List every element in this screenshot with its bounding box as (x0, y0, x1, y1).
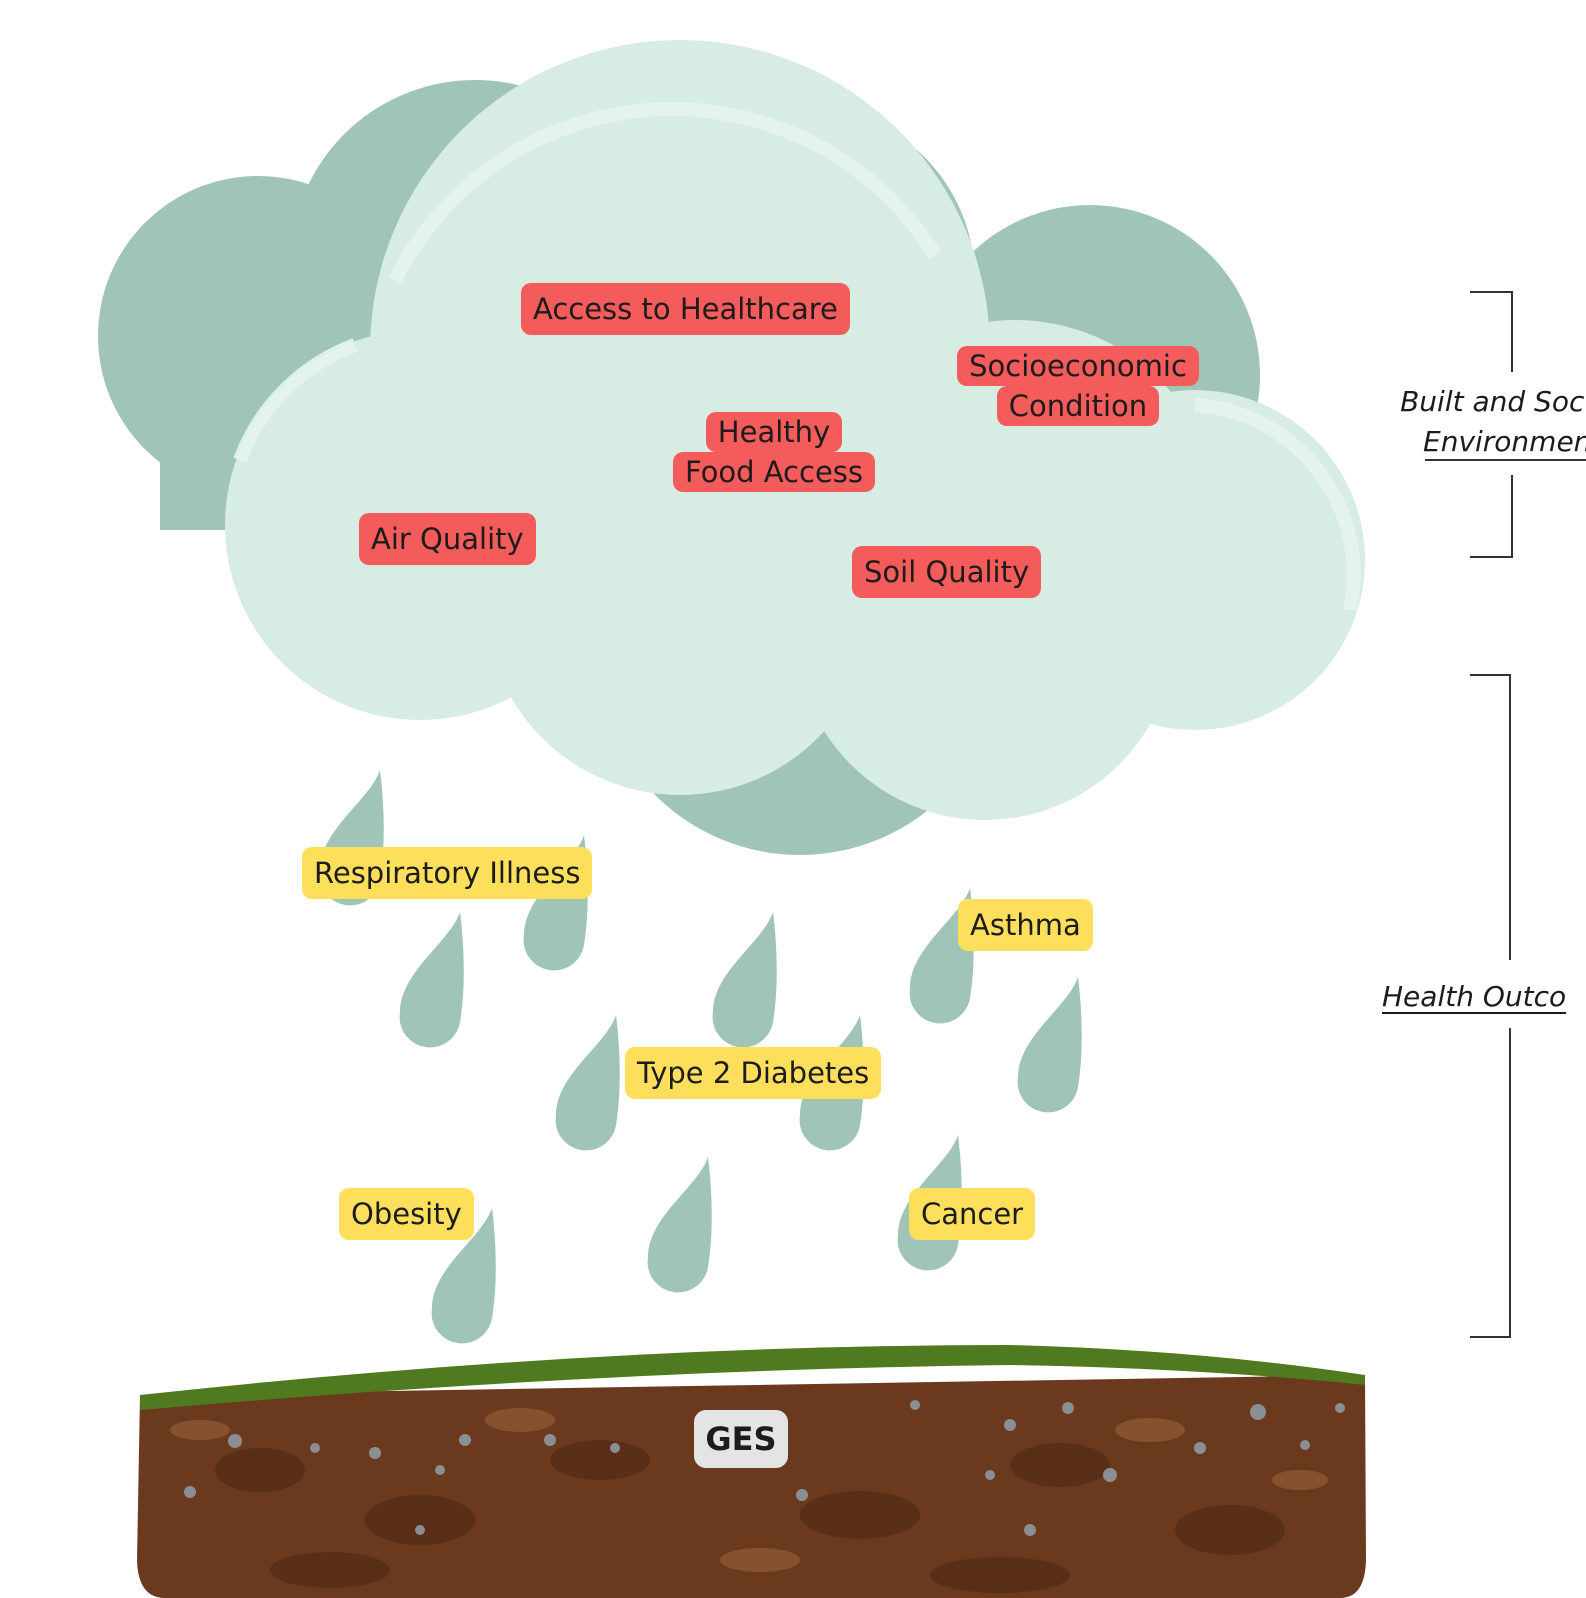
env-tag-socioeconomic-condition: Socioeconomic Condition (955, 346, 1201, 426)
env-tag-soil-quality: Soil Quality (852, 546, 1042, 598)
outcome-tag-type-2-diabetes: Type 2 Diabetes (625, 1047, 882, 1099)
env-tag-label-line1: Socioeconomic (957, 346, 1199, 386)
env-tag-healthy-food-access: Healthy Food Access (670, 412, 878, 492)
outcome-tag-label: Asthma (970, 908, 1081, 942)
env-tag-label-line2: Food Access (672, 452, 876, 492)
outcome-tag-asthma: Asthma (958, 899, 1093, 951)
outcome-tag-respiratory-illness: Respiratory Illness (302, 847, 593, 899)
env-tag-label: Access to Healthcare (533, 292, 838, 326)
environment-bracket-label-line1: Built and Soc (1400, 385, 1585, 418)
bracket-environment (1425, 291, 1586, 558)
cloud-highlight (233, 102, 1361, 612)
ground (137, 1345, 1366, 1598)
outcomes-bracket-label-text: Health Outco (1382, 980, 1567, 1013)
environment-bracket-label-line2: Environmen (1423, 425, 1586, 458)
ges-label: GES (694, 1410, 788, 1468)
outcomes-bracket-label: Health Outco (1382, 977, 1566, 1017)
outcome-tag-label: Obesity (351, 1197, 462, 1231)
environment-bracket-label: Built and Soc Environmen (1393, 382, 1586, 462)
env-tag-air-quality: Air Quality (359, 513, 536, 565)
outcome-tag-obesity: Obesity (339, 1188, 474, 1240)
env-tag-label: Soil Quality (864, 555, 1030, 589)
raindrops (319, 770, 1082, 1344)
env-tag-label-line1: Healthy (705, 412, 843, 452)
outcome-tag-label: Respiratory Illness (314, 856, 581, 890)
env-tag-label-line2: Condition (996, 386, 1160, 426)
env-tag-label: Air Quality (371, 522, 524, 556)
outcome-tag-label: Cancer (921, 1197, 1024, 1231)
outcome-tag-label: Type 2 Diabetes (637, 1056, 870, 1090)
outcome-tag-cancer: Cancer (909, 1188, 1036, 1240)
bracket-outcomes (1470, 674, 1511, 1338)
env-tag-access-to-healthcare: Access to Healthcare (521, 283, 850, 335)
